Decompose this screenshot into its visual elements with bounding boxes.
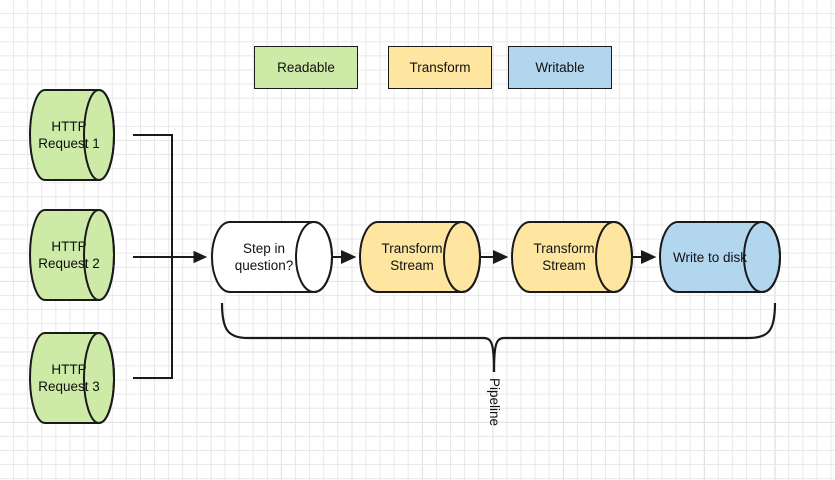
legend-item-transform[interactable]: Transform: [388, 46, 492, 89]
cylinder-transform-stream-1[interactable]: [359, 221, 481, 293]
cylinder-http-request-1[interactable]: [29, 89, 115, 181]
arrowhead-step-to-transform1: [341, 249, 357, 265]
cylinder-http-request-2[interactable]: [29, 209, 115, 301]
connector-request-3: [133, 257, 173, 379]
legend-item-writable[interactable]: Writable: [508, 46, 612, 89]
legend-label-readable: Readable: [277, 60, 335, 75]
pipeline-brace: [220, 302, 777, 373]
connector-request-1: [133, 134, 173, 257]
cylinder-step-in-question[interactable]: [211, 221, 333, 293]
arrowhead-transform2-to-write: [641, 249, 657, 265]
arrowhead-transform1-to-transform2: [493, 249, 509, 265]
pipeline-arrow-group: [332, 249, 657, 265]
arrowhead-into-step: [193, 250, 208, 264]
legend-item-readable[interactable]: Readable: [254, 46, 358, 89]
pipeline-brace-label: Pipeline: [487, 378, 502, 427]
cylinder-http-request-3[interactable]: [29, 332, 115, 424]
legend-label-transform: Transform: [409, 60, 471, 75]
connector-group: [133, 134, 205, 379]
cylinder-transform-stream-2[interactable]: [511, 221, 633, 293]
legend-label-writable: Writable: [535, 60, 585, 75]
cylinder-write-to-disk[interactable]: [659, 221, 781, 293]
